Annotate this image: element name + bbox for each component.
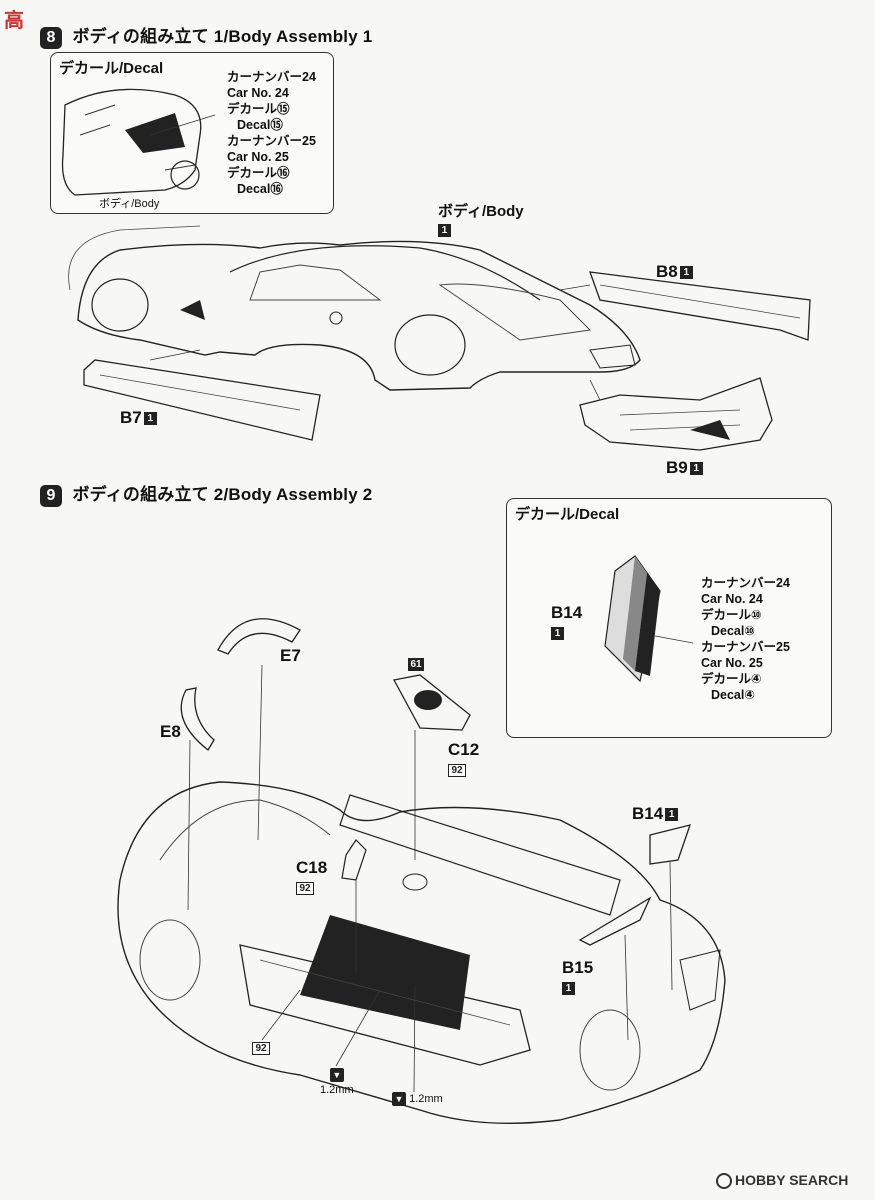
part-e7-label: E7 xyxy=(280,646,301,665)
decal-line: カーナンバー24 xyxy=(701,576,790,590)
part-runner-badge: 1 xyxy=(562,982,575,996)
step-number: 9 xyxy=(40,485,62,507)
body-label-text: ボディ/Body xyxy=(438,203,524,220)
decal-line: Car No. 24 xyxy=(701,592,763,606)
tape-marker-2: ▼ 1.2mm xyxy=(392,1092,443,1106)
decal-line: Decal⑯ xyxy=(237,182,283,196)
decal-line: Decal⑩ xyxy=(711,624,755,638)
decal-line: カーナンバー25 xyxy=(701,640,790,654)
decal-caption: ボディ/Body xyxy=(99,198,160,210)
decal-box-title: デカール/Decal xyxy=(515,506,620,523)
decal-line: Decal⑮ xyxy=(237,118,283,132)
part-b7-text: B7 xyxy=(120,408,142,427)
part-61-badge: 61 xyxy=(406,656,424,674)
step-number: 8 xyxy=(40,27,62,49)
watermark-logo: 高 xyxy=(4,10,24,32)
decal-line: Car No. 25 xyxy=(227,150,289,164)
part-b14-text: B14 xyxy=(551,603,583,622)
decal-line: カーナンバー25 xyxy=(227,134,316,148)
part-b15-text: B15 xyxy=(562,958,594,977)
decal-box-1: デカール/Decal カーナンバー24 Car No. 24 デカール⑮ Dec… xyxy=(50,52,334,214)
runner-code: 92 xyxy=(296,882,314,896)
part-b15-label: B15 1 xyxy=(562,958,593,998)
part-c18-label: C18 92 xyxy=(296,858,327,898)
part-runner-badge: 1 xyxy=(551,627,564,641)
decal-box-title: デカール/Decal xyxy=(59,60,164,77)
part-c18-text: C18 xyxy=(296,858,328,877)
part-b14-label: B14 1 xyxy=(551,603,582,643)
decal-line: Car No. 25 xyxy=(701,656,763,670)
runner-code: 92 xyxy=(252,1042,270,1056)
step-8-header: 8 ボディの組み立て 1/Body Assembly 1 xyxy=(40,22,372,49)
decal-line: Car No. 24 xyxy=(227,86,289,100)
tape-width: 1.2mm xyxy=(320,1084,354,1096)
part-runner-badge: 1 xyxy=(689,462,703,476)
part-92-badge: 92 xyxy=(250,1040,270,1058)
step-title: ボディの組み立て 1/Body Assembly 1 xyxy=(72,27,373,46)
decal-line: デカール⑮ xyxy=(227,102,290,116)
decal-box-2: デカール/Decal B14 1 カーナンバー24 Car No. 24 デカー… xyxy=(506,498,832,738)
decal-line: デカール⑯ xyxy=(227,166,290,180)
part-runner-badge: 1 xyxy=(665,808,679,822)
part-b8-text: B8 xyxy=(656,262,678,281)
runner-code: 92 xyxy=(448,764,466,778)
part-c12-text: C12 xyxy=(448,740,480,759)
decal-line: Decal④ xyxy=(711,688,755,702)
logo-icon xyxy=(716,1173,732,1190)
tape-marker-1: ▼ 1.2mm xyxy=(320,1068,354,1096)
step-title: ボディの組み立て 2/Body Assembly 2 xyxy=(72,485,373,504)
body-part-label: ボディ/Body 1 xyxy=(438,200,524,238)
decal-b14-illustration xyxy=(604,555,694,683)
decal-line: デカール⑩ xyxy=(701,608,762,622)
decal-text-group: カーナンバー24 Car No. 24 デカール⑮ Decal⑮ カーナンバー2… xyxy=(227,69,316,197)
part-runner-badge: 1 xyxy=(679,266,693,280)
runner-code: 61 xyxy=(408,658,424,672)
part-e8-label: E8 xyxy=(160,722,181,741)
step-9-header: 9 ボディの組み立て 2/Body Assembly 2 xyxy=(40,480,372,507)
part-runner-badge: 1 xyxy=(438,223,451,237)
tape-icon: ▼ xyxy=(392,1092,406,1106)
part-c12-label: C12 92 xyxy=(448,740,479,780)
decal-illustration xyxy=(61,88,216,196)
decal-text-group: カーナンバー24 Car No. 24 デカール⑩ Decal⑩ カーナンバー2… xyxy=(701,575,790,703)
decal-line: カーナンバー24 xyxy=(227,70,316,84)
tape-icon: ▼ xyxy=(329,1068,344,1082)
part-b9-text: B9 xyxy=(666,458,688,477)
logo-text: HOBBY SEARCH xyxy=(735,1172,849,1188)
decal-line: デカール④ xyxy=(701,672,762,686)
body-assembly-1-diagram xyxy=(68,225,811,451)
tape-width: 1.2mm xyxy=(409,1092,443,1105)
footer-logo: HOBBY SEARCH xyxy=(716,1172,849,1190)
part-runner-badge: 1 xyxy=(143,412,157,426)
part-b14-text: B14 xyxy=(632,804,664,823)
